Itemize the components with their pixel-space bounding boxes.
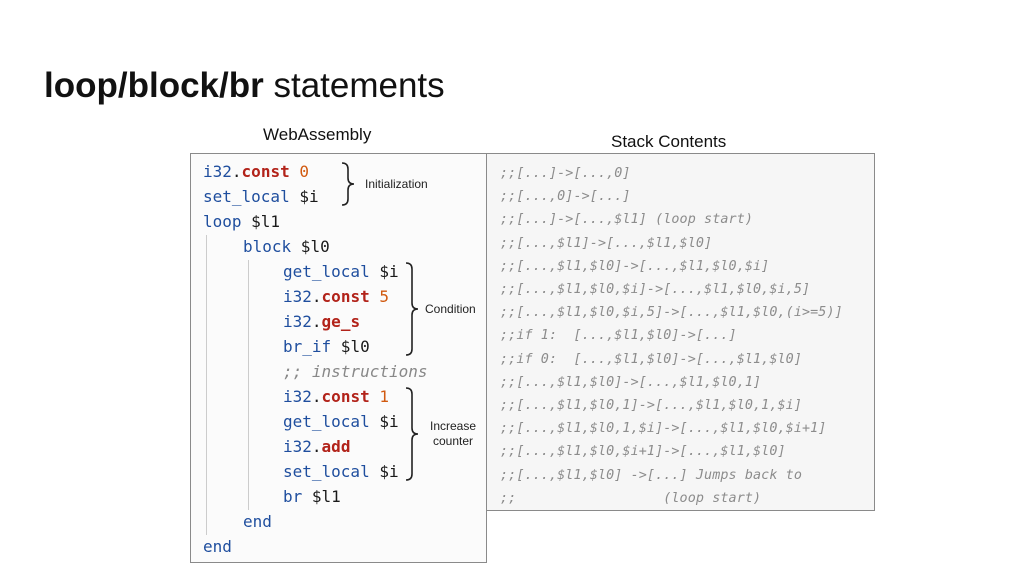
annotation-label: Condition [425, 301, 476, 316]
code-token: $i [369, 412, 399, 431]
curly-brace-icon [405, 262, 419, 356]
code-token: end [203, 537, 232, 556]
code-line: loop $l1 [203, 210, 280, 234]
webassembly-caption: WebAssembly [263, 125, 372, 144]
code-token: 5 [369, 287, 389, 306]
code-token: $i [369, 462, 399, 481]
code-token: end [243, 512, 272, 531]
code-token: . [311, 387, 322, 406]
code-line: i32.const 1 [283, 385, 389, 409]
code-token: set_local [283, 462, 370, 481]
stack-line: ;;[...,$l1,$l0,$i,5]->[...,$l1,$l0,(i>=5… [500, 305, 843, 321]
curly-brace-icon [405, 387, 419, 481]
code-line: get_local $i [283, 410, 399, 434]
slide-title-rest: statements [273, 66, 445, 105]
code-comment: ;; instructions [283, 362, 428, 381]
stack-line: ;;[...,$l1,$l0]->[...,$l1,$l0,$i] [500, 258, 770, 274]
code-token: . [231, 162, 242, 181]
code-token: $i [369, 262, 399, 281]
stack-line: ;;[...,$l1,$l0,1]->[...,$l1,$l0,1,$i] [500, 398, 802, 413]
code-line: br $l1 [283, 485, 341, 509]
code-token: $l1 [241, 212, 281, 231]
code-token: $l0 [331, 337, 370, 356]
code-token: br_if [283, 337, 332, 356]
indent-guide [248, 260, 249, 510]
code-token: const [321, 387, 370, 406]
code-token: br [283, 487, 303, 506]
code-token: get_local [283, 412, 370, 431]
code-token: 0 [289, 162, 309, 181]
code-line: ;; instructions [283, 360, 428, 384]
code-line: i32.const 5 [283, 285, 389, 309]
code-token: i32 [203, 162, 232, 181]
code-line: end [203, 535, 232, 559]
stack-line: ;;[...,$l1,$l0,$i]->[...,$l1,$l0,$i,5] [500, 282, 811, 297]
slide-title-bold: loop/block/br [44, 66, 264, 105]
slide-title: loop/block/br statements [44, 66, 445, 106]
code-token: i32 [283, 312, 312, 331]
code-token: . [311, 287, 322, 306]
stack-line: ;;if 0: [...,$l1,$l0]->[...,$l1,$l0] [500, 351, 802, 367]
stack-line: ;;[...]->[...,0] [500, 166, 631, 181]
code-token: i32 [283, 287, 312, 306]
code-token: const [241, 162, 290, 181]
code-token: ge_s [321, 312, 361, 331]
code-line: i32.add [283, 435, 350, 459]
stack-contents-panel: ;;[...]->[...,0] ;;[...,0]->[...] ;;[...]-… [486, 153, 875, 511]
annotation-label: Initialization [365, 176, 428, 191]
code-line: set_local $i [283, 460, 399, 484]
code-token: . [311, 437, 322, 456]
stack-line: ;;[...,$l1,$l0,$i+1]->[...,$l1,$l0] [500, 444, 786, 460]
stack-line: ;; (loop start) [500, 490, 762, 506]
code-line: end [243, 510, 272, 534]
code-line: i32.const 0 [203, 160, 309, 184]
code-token: . [311, 312, 322, 331]
code-token: i32 [283, 437, 312, 456]
code-token: block [243, 237, 292, 256]
code-token: $i [289, 187, 319, 206]
stack-line: ;;[...,$l1,$l0]->[...,$l1,$l0,1] [500, 374, 762, 390]
code-token: 1 [369, 387, 389, 406]
code-token: const [321, 287, 370, 306]
code-token: set_local [203, 187, 290, 206]
code-line: i32.ge_s [283, 310, 360, 334]
stack-contents-caption: Stack Contents [611, 132, 727, 151]
code-token: i32 [283, 387, 312, 406]
code-token: $l0 [291, 237, 330, 256]
stack-line: ;;if 1: [...,$l1,$l0]->[...] [500, 328, 737, 344]
curly-brace-icon [341, 162, 355, 206]
code-token: $l1 [302, 487, 341, 506]
code-line: block $l0 [243, 235, 330, 259]
code-line: br_if $l0 [283, 335, 370, 359]
stack-line: ;;[...]->[...,$l1] (loop start) [500, 212, 754, 228]
code-token: add [321, 437, 351, 456]
code-token: loop [203, 212, 242, 231]
code-line: get_local $i [283, 260, 399, 284]
stack-line: ;;[...,$l1,$l0] ->[...] Jumps back to [500, 467, 802, 483]
stack-line: ;;[...,$l1]->[...,$l1,$l0] [500, 235, 713, 251]
stack-line: ;;[...,$l1,$l0,1,$i]->[...,$l1,$l0,$i+1] [500, 421, 827, 437]
code-token: get_local [283, 262, 370, 281]
stack-line: ;;[...,0]->[...] [500, 189, 631, 205]
indent-guide [206, 235, 207, 535]
code-line: set_local $i [203, 185, 319, 209]
